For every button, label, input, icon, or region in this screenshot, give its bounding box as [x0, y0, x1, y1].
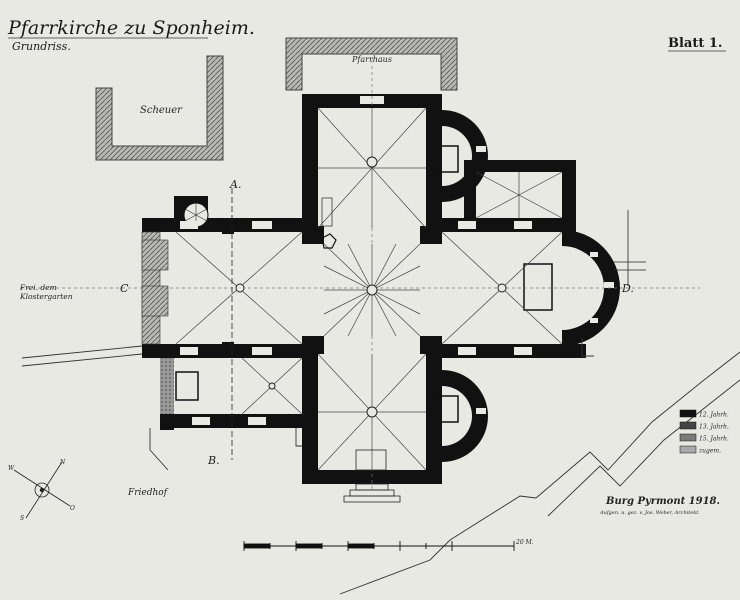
legend-label: 15. Jahrh. — [699, 436, 729, 443]
legend-swatch — [679, 433, 697, 442]
legend-swatch — [679, 445, 697, 454]
vault-bosses — [235, 156, 507, 418]
section-label-a: A. — [229, 178, 241, 191]
south-porch-steps — [343, 449, 401, 503]
legend-label: 12. Jahrh. — [699, 412, 729, 419]
section-label-d: D. — [621, 282, 634, 295]
legend-swatch — [679, 409, 697, 418]
label-scheuer: Scheuer — [140, 105, 183, 116]
altars — [175, 145, 553, 423]
svg-text:W: W — [8, 465, 15, 472]
label-klostergarten-1: Frei. dem — [19, 283, 57, 292]
site-paths — [21, 338, 740, 595]
barn-outline — [95, 55, 224, 161]
south-aisle-wall-hatched — [160, 358, 174, 414]
plan-subtitle: Grundriss. — [12, 40, 71, 53]
window-openings — [180, 96, 532, 425]
period-legend: 12. Jahrh. 13. Jahrh. 15. Jahrh. zugem. — [679, 409, 729, 455]
signature-note: Aufgen. u. gez. v. Jos. Weber, Architekt… — [599, 510, 700, 516]
scale-bar — [243, 541, 515, 551]
label-friedhof: Friedhof — [127, 488, 169, 498]
plan-title: Pfarrkirche zu Sponheim. — [7, 17, 255, 39]
signature-name: Burg Pyrmont 1918. — [605, 496, 720, 507]
sheet-number: Blatt 1. — [668, 36, 722, 51]
label-klostergarten-2: Klostergarten — [19, 292, 73, 301]
compass-rose: N S O W — [8, 459, 75, 522]
legend-swatch — [679, 421, 697, 430]
section-markers — [231, 188, 646, 460]
west-buttresses — [141, 239, 169, 317]
svg-text:O: O — [70, 505, 75, 512]
scale-label: 20 M. — [515, 539, 534, 546]
apses — [442, 110, 620, 462]
legend-label: zugem. — [698, 448, 721, 455]
svg-text:S: S — [20, 515, 24, 522]
legend-label: 13. Jahrh. — [699, 424, 729, 431]
pfarrhaus-outline — [285, 37, 458, 91]
label-pfarrhaus: Pfarrhaus — [351, 55, 392, 64]
svg-text:N: N — [59, 459, 66, 466]
section-label-c: C — [120, 282, 129, 295]
section-label-b: B. — [207, 454, 220, 467]
